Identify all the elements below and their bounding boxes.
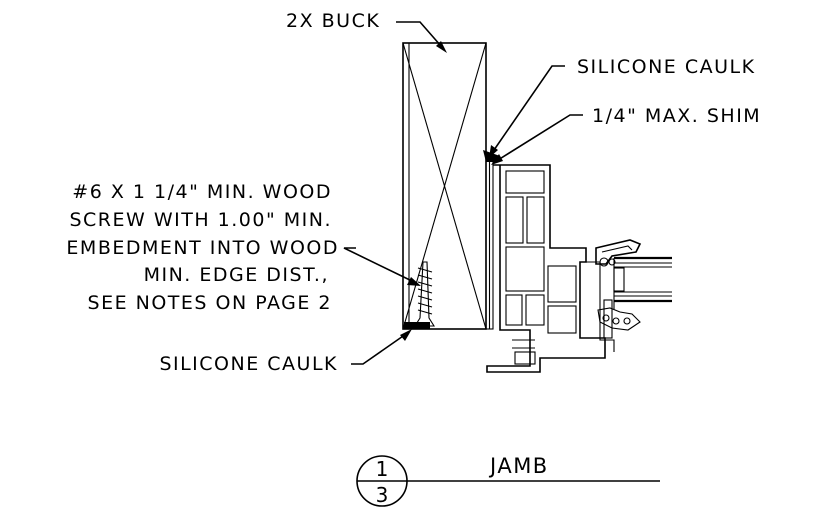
shim — [485, 159, 494, 330]
shim-label: 1/4" MAX. SHIM — [592, 105, 761, 127]
window-frame-profile — [486, 164, 615, 373]
screw-note-line-1: #6 X 1 1/4" MIN. WOOD — [72, 181, 332, 203]
glazing-bead — [595, 239, 642, 331]
buck-leader — [396, 21, 447, 53]
wood-screw — [414, 261, 435, 327]
screw-note-line-3: EMBEDMENT INTO WOOD — [66, 237, 339, 259]
screw-note-line-2: SCREW WITH 1.00" MIN. — [69, 209, 332, 231]
buck-label: 2X BUCK — [286, 10, 380, 32]
detail-number: 1 — [376, 457, 389, 481]
sheet-number: 3 — [376, 483, 389, 507]
caulk-bottom-label: SILICONE CAULK — [159, 353, 338, 375]
screw-note: #6 X 1 1/4" MIN. WOOD SCREW WITH 1.00" M… — [66, 181, 339, 314]
caulk-bottom-leader — [351, 329, 412, 365]
screw-note-line-4: MIN. EDGE DIST., — [144, 264, 329, 286]
detail-title: JAMB — [488, 454, 549, 478]
screw-note-line-5: SEE NOTES ON PAGE 2 — [88, 292, 332, 314]
caulk-top-label: SILICONE CAULK — [577, 56, 756, 78]
shim-leader — [491, 114, 583, 165]
wood-buck — [402, 42, 487, 330]
screw-leader — [343, 247, 421, 286]
section-marker: 1 3 JAMB — [356, 454, 660, 507]
caulk-top-leader — [489, 65, 565, 158]
insulated-glass-unit — [613, 256, 672, 310]
